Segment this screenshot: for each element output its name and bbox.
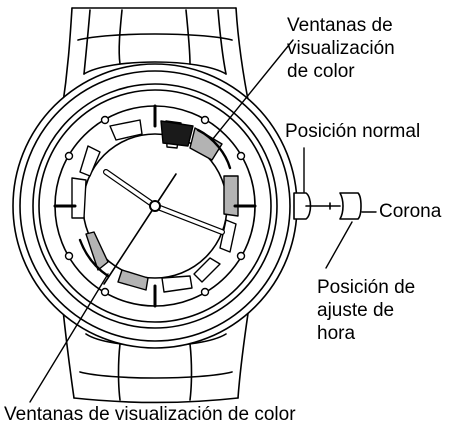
label-time-setting-position: Posición de ajuste de hora	[317, 277, 416, 344]
hour-markers	[55, 106, 255, 306]
window-gray-left	[86, 232, 108, 270]
upper-bracelet	[62, 8, 250, 110]
label-normal-position: Posición normal	[285, 121, 421, 142]
label-color-windows-top: Ventanas de visualización de color	[287, 15, 395, 82]
watch-hands	[104, 172, 222, 284]
window-gray-right	[224, 176, 238, 216]
dial-arcs	[80, 130, 230, 276]
crown-pulled	[340, 193, 361, 219]
window-gray-lower	[118, 270, 148, 290]
leader-lines	[30, 40, 376, 402]
hands-pin	[150, 201, 160, 211]
hour-dots	[66, 117, 245, 296]
label-crown: Corona	[379, 201, 442, 222]
window-dark	[161, 121, 193, 146]
second-hand	[104, 206, 155, 284]
color-display-windows	[72, 120, 238, 292]
crown-assembly	[294, 193, 361, 219]
crown-normal	[294, 193, 311, 219]
label-color-windows-bottom: Ventanas de visualización de color	[4, 404, 296, 425]
